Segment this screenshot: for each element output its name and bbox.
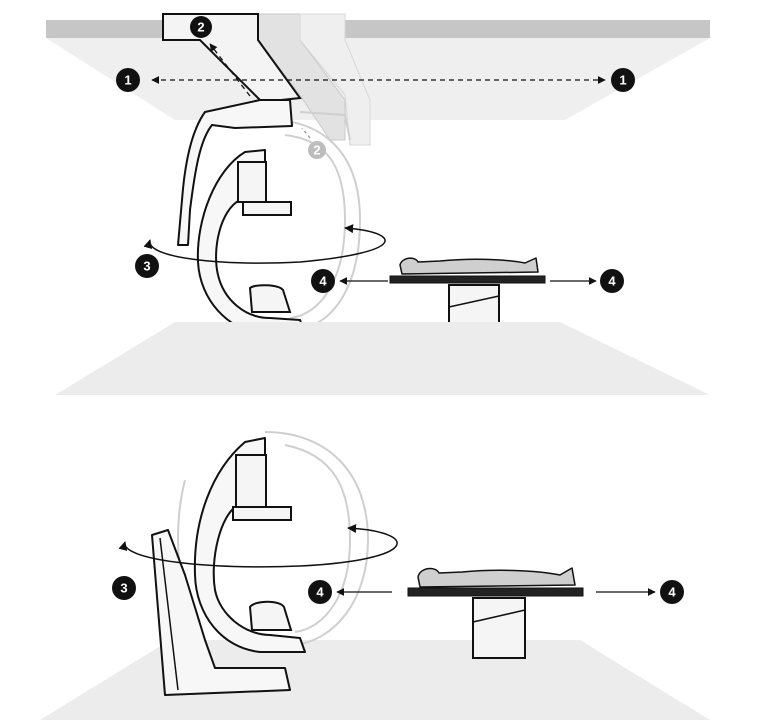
badge-ceiling-rail-right: 1 xyxy=(611,68,635,92)
table-base-seam xyxy=(448,295,500,308)
detector-plate xyxy=(242,201,292,216)
floor-stand-edge xyxy=(159,537,179,691)
badge-label: 4 xyxy=(608,274,616,289)
badge-rotation-top: 3 xyxy=(135,254,159,278)
badge-longitudinal-faded: 2 xyxy=(308,141,326,159)
table-top xyxy=(389,275,546,284)
badge-label: 2 xyxy=(197,20,204,35)
badge-table-right-top: 4 xyxy=(600,269,624,293)
badge-label: 4 xyxy=(319,274,327,289)
badge-rotation-bottom: 3 xyxy=(112,576,136,600)
floor-mounted-scene: 3 4 4 xyxy=(40,431,710,720)
badge-table-right-bottom: 4 xyxy=(660,580,684,604)
patient xyxy=(399,257,539,275)
c-arm-bottom xyxy=(193,437,306,653)
floor-plane-bottom xyxy=(40,640,710,720)
rotation-arrow xyxy=(143,224,386,264)
xray-tube-bottom xyxy=(248,600,293,631)
longitudinal-motion-arrow xyxy=(209,43,251,97)
floor-plane-top xyxy=(55,322,710,395)
badge-label: 3 xyxy=(143,259,150,274)
badge-label: 1 xyxy=(124,73,131,88)
table-top-bottom xyxy=(407,587,584,597)
badge-table-left-bottom: 4 xyxy=(308,580,332,604)
badge-label: 2 xyxy=(313,143,320,158)
badge-label: 3 xyxy=(120,581,127,596)
badge-longitudinal: 2 xyxy=(190,16,212,38)
badge-table-left-top: 4 xyxy=(311,269,335,293)
table-base-bottom xyxy=(472,597,526,659)
table-base-seam-bottom xyxy=(472,609,526,623)
badge-label: 4 xyxy=(316,585,324,600)
detector-bottom xyxy=(235,454,267,508)
detector-plate-bottom xyxy=(232,506,292,521)
xray-tube xyxy=(248,284,292,313)
ceiling-strip xyxy=(46,20,710,38)
detector xyxy=(237,161,267,203)
patient-bottom xyxy=(417,567,576,588)
badge-ceiling-rail-left: 1 xyxy=(116,68,140,92)
rotation-arrow-bottom xyxy=(118,523,398,568)
c-arm-support xyxy=(177,99,293,246)
ceiling-plane xyxy=(46,38,710,120)
longitudinal-motion-arrow-ghost xyxy=(301,127,311,139)
badge-label: 4 xyxy=(668,585,676,600)
ceiling-mounted-scene: 1 1 2 2 3 4 4 xyxy=(46,13,710,395)
badge-label: 1 xyxy=(619,73,626,88)
